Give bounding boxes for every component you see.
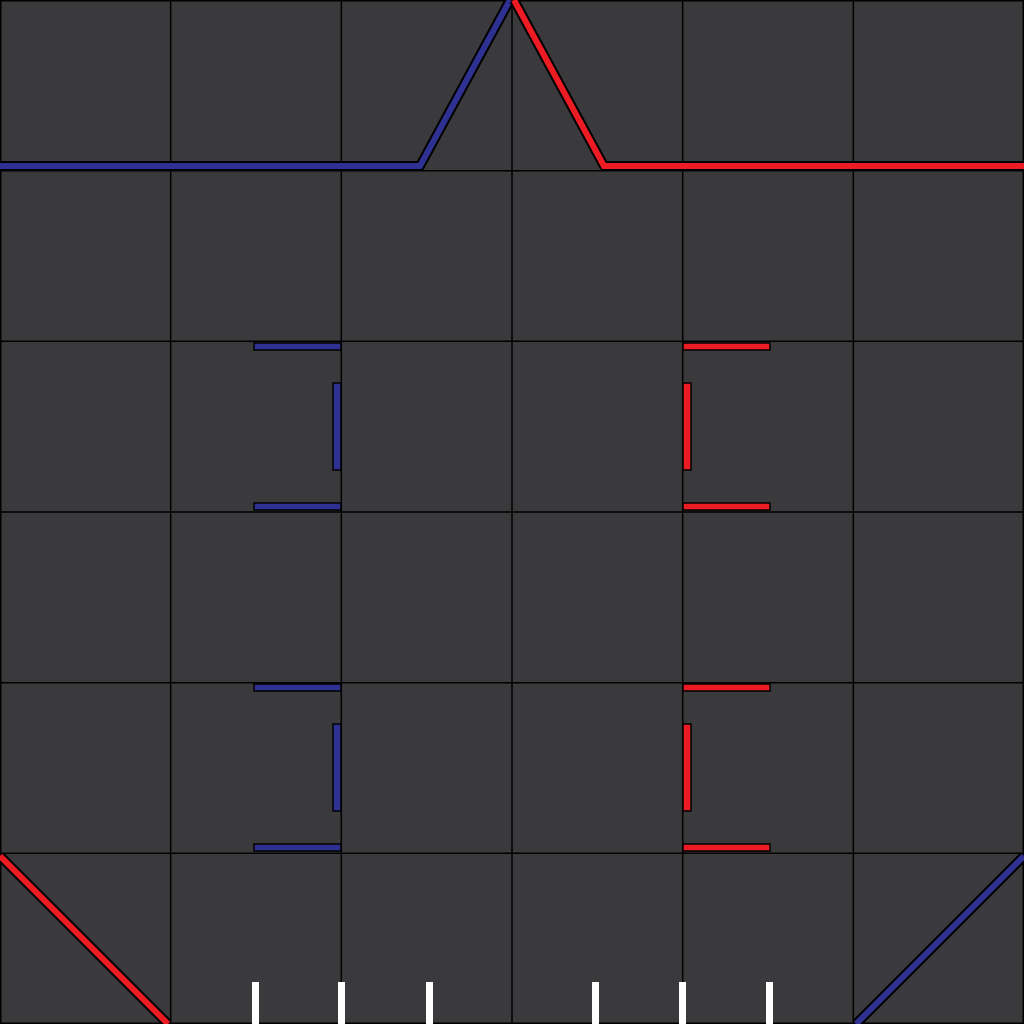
red-bracket-lower bbox=[682, 683, 771, 852]
white-marker-1 bbox=[252, 982, 259, 1024]
blue-bracket-upper bbox=[253, 342, 342, 511]
blue-top-boundary bbox=[0, 0, 515, 171]
white-marker-4 bbox=[592, 982, 599, 1024]
white-marker-5 bbox=[679, 982, 686, 1024]
red-top-boundary bbox=[509, 0, 1024, 171]
red-bottom-left-diagonal bbox=[0, 852, 172, 1024]
blue-bottom-right-diagonal bbox=[852, 852, 1024, 1024]
white-marker-3 bbox=[426, 982, 433, 1024]
white-marker-2 bbox=[338, 982, 345, 1024]
white-marker-6 bbox=[766, 982, 773, 1024]
blue-bracket-lower bbox=[253, 683, 342, 852]
red-bracket-upper bbox=[682, 342, 771, 511]
white-markers bbox=[252, 982, 773, 1024]
